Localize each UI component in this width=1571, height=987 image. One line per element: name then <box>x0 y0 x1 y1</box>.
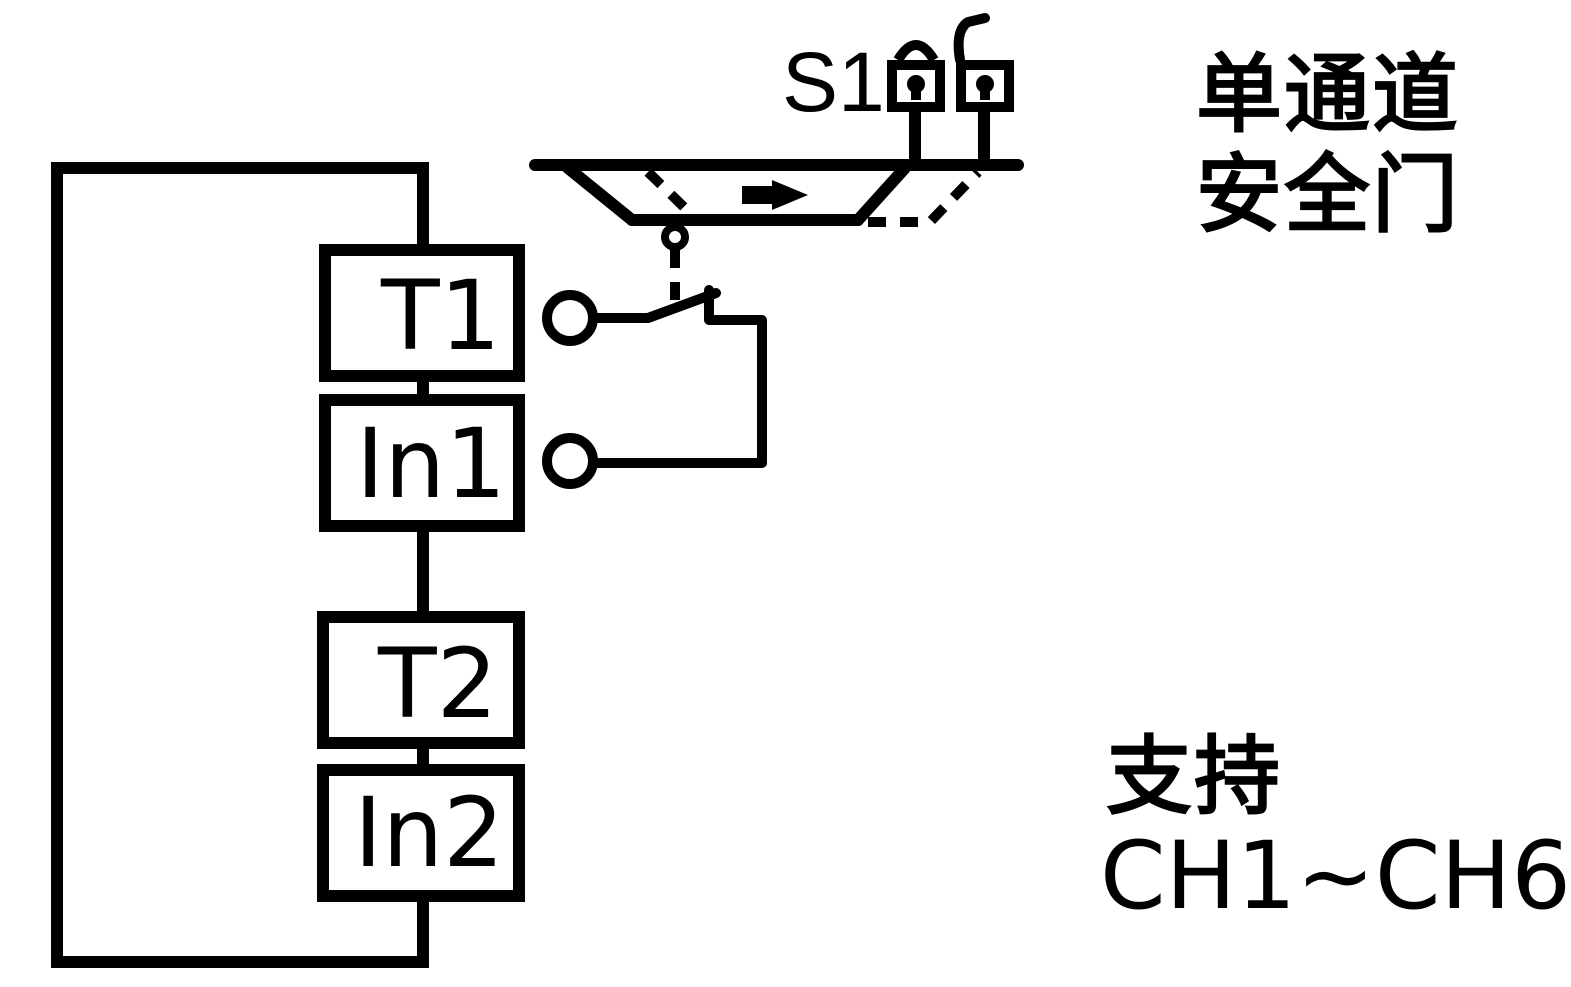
door-dash-right <box>868 168 982 227</box>
loop-wire <box>51 162 429 968</box>
wiring-diagram <box>51 13 1024 968</box>
lock-icon-2 <box>953 13 1014 112</box>
switch-wire-return <box>588 285 767 468</box>
terminal-box-in1 <box>319 394 525 532</box>
lock-icon-1 <box>887 40 945 112</box>
arrow-shaft <box>742 186 780 204</box>
terminal-box-t2 <box>317 611 525 749</box>
switch-wire-top <box>588 288 721 323</box>
door-dash-left <box>644 168 694 217</box>
terminal-label-t1: T1 <box>381 260 501 372</box>
title-line-2: 安全门 <box>1196 145 1460 245</box>
contact-circle-1 <box>542 290 598 346</box>
door-leaf <box>562 162 911 226</box>
actuator-pin <box>661 223 689 251</box>
arrow-icon <box>772 180 808 210</box>
support-line-2: CH1~CH6 <box>1100 822 1571 931</box>
contact-circle-2 <box>542 433 598 489</box>
terminal-label-t2: T2 <box>378 628 498 740</box>
terminal-label-in1: In1 <box>356 408 507 520</box>
terminal-box-in2 <box>317 764 525 902</box>
terminal-box-t1 <box>319 244 525 382</box>
title-line-1: 单通道 <box>1196 45 1460 145</box>
terminal-label-in2: In2 <box>354 777 505 889</box>
switch-label: S1 <box>782 35 885 129</box>
support-line-1: 支持 <box>1106 727 1282 827</box>
